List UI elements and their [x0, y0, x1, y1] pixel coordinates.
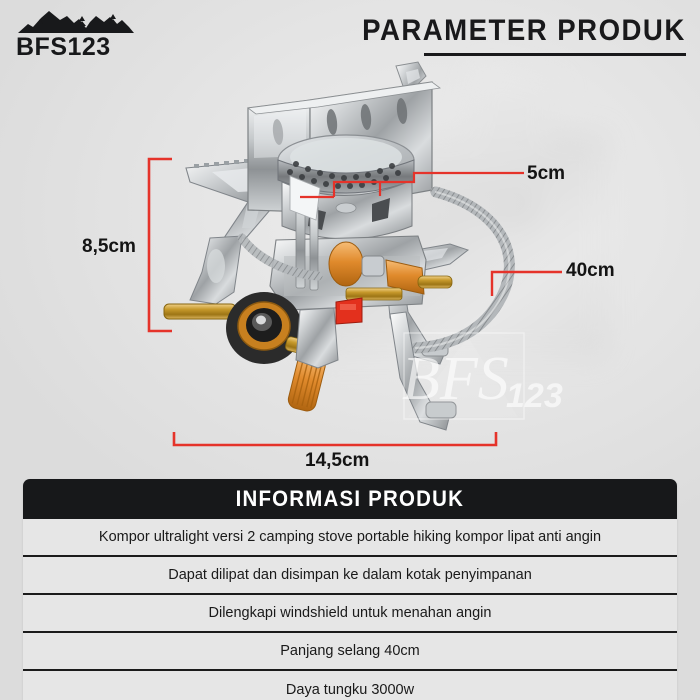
title-underline	[424, 53, 686, 56]
mountain-range-icon	[18, 11, 134, 33]
list-item: Kompor ultralight versi 2 camping stove …	[23, 519, 677, 557]
info-panel-rows: Kompor ultralight versi 2 camping stove …	[23, 519, 677, 700]
list-item: Daya tungku 3000w	[23, 671, 677, 700]
gas-regulator	[163, 292, 326, 412]
page-title: PARAMETER PRODUK	[362, 14, 686, 47]
brand-logo: BFS123	[16, 8, 146, 60]
dimension-label-height: 8,5cm	[82, 236, 136, 257]
info-panel-header: INFORMASI PRODUK	[23, 479, 677, 519]
info-row-text: Kompor ultralight versi 2 camping stove …	[98, 529, 602, 545]
brand-name: BFS123	[16, 33, 111, 61]
list-item: Dilengkapi windshield untuk menahan angi…	[23, 595, 677, 633]
valve-assembly	[328, 241, 453, 325]
info-row-text: Dapat dilipat dan disimpan ke dalam kota…	[168, 567, 532, 583]
product-photo	[150, 60, 550, 460]
stove-foot-left	[295, 307, 339, 369]
info-row-text: Dilengkapi windshield untuk menahan angi…	[208, 605, 492, 621]
info-panel: INFORMASI PRODUK Kompor ultralight versi…	[23, 479, 677, 700]
list-item: Dapat dilipat dan disimpan ke dalam kota…	[23, 557, 677, 595]
stove-leg-front-right	[389, 311, 457, 431]
dimension-label-hose: 40cm	[566, 260, 615, 281]
info-panel-title: INFORMASI PRODUK	[235, 486, 465, 511]
page-title-block: PARAMETER PRODUK	[334, 14, 686, 56]
info-row-text: Panjang selang 40cm	[280, 643, 420, 659]
list-item: Panjang selang 40cm	[23, 633, 677, 671]
info-row-text: Daya tungku 3000w	[285, 682, 415, 698]
